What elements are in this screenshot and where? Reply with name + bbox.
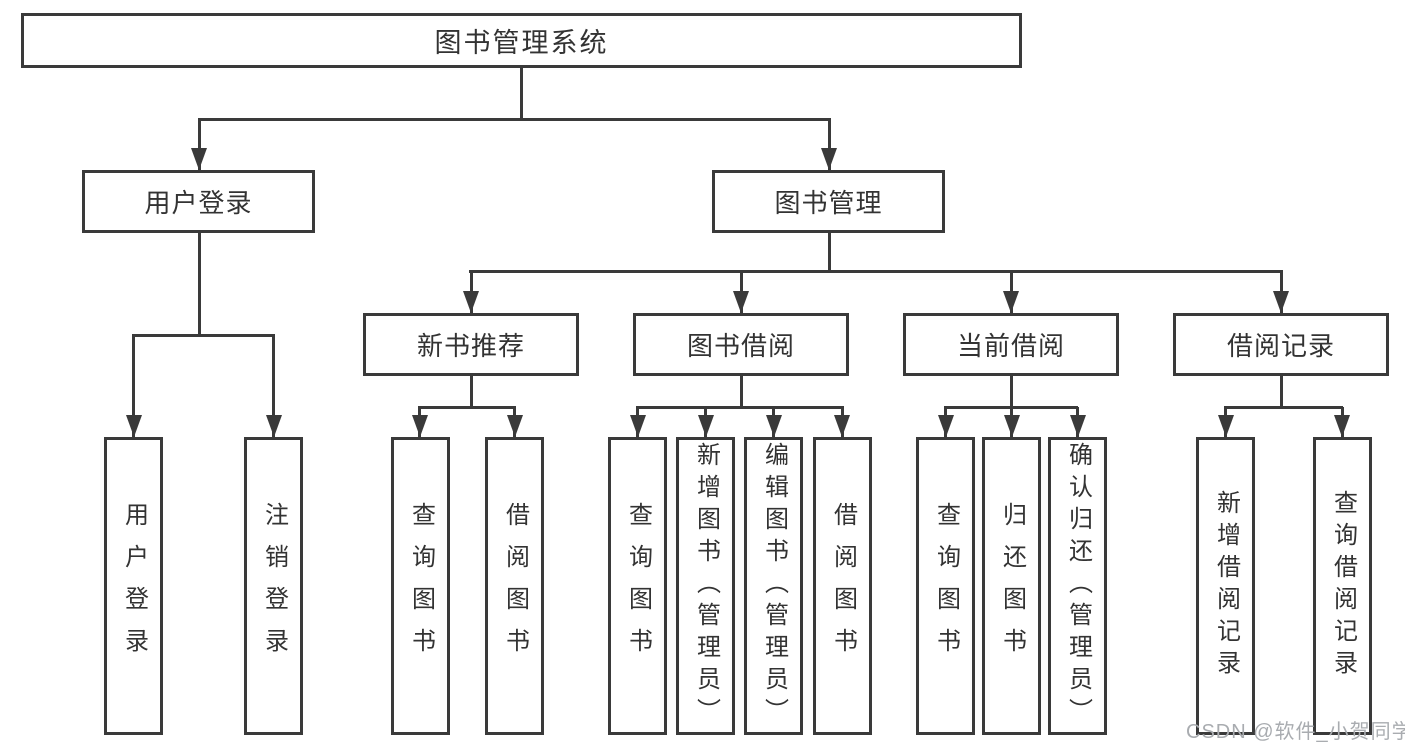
arrow-down-icon [191,148,207,170]
leaf-label: 查询图书 [407,502,435,670]
arrow-down-icon [938,415,954,437]
connector-stem [1010,376,1013,407]
arrow-down-icon [412,415,428,437]
connector-arrow-line [132,335,135,437]
connector-arrow-line [198,120,201,170]
node-book-borrowing: 图书借阅 [633,313,849,376]
leaf-add-borrow-record: 新增借阅记录 [1196,437,1255,735]
node-label: 图书借阅 [686,331,795,361]
arrow-down-icon [1004,415,1020,437]
connector-arrow-line [828,120,831,170]
connector-stem [828,233,831,272]
leaf-label: 归还图书 [998,502,1026,670]
arrow-down-icon [126,415,142,437]
leaf-query-borrow-record: 查询借阅记录 [1313,437,1372,735]
connector-bar [198,118,831,121]
connector-stem [520,68,523,120]
leaf-query-books-newbook: 查询图书 [391,437,450,735]
leaf-label: 查询借阅记录 [1329,490,1357,682]
connector-bar [1224,406,1343,409]
node-user-login: 用户登录 [82,170,315,233]
leaf-label: 编辑图书（管理员） [760,442,788,730]
connector-stem [740,376,743,407]
arrow-down-icon [463,291,479,313]
node-label: 图书管理 [774,188,883,218]
node-label: 借阅记录 [1226,331,1335,361]
leaf-label: 查询图书 [624,502,652,670]
leaf-borrow-books-borrowing: 借阅图书 [813,437,872,735]
connector-bar [469,270,1283,273]
arrow-down-icon [630,415,646,437]
arrow-down-icon [1218,415,1234,437]
node-label: 图书管理系统 [434,28,609,58]
node-current-borrowing: 当前借阅 [903,313,1119,376]
arrow-down-icon [266,415,282,437]
node-book-management: 图书管理 [712,170,945,233]
leaf-label: 注销登录 [260,502,288,670]
leaf-user-login: 用户登录 [104,437,163,735]
arrow-down-icon [507,415,523,437]
connector-stem [470,376,473,407]
arrow-down-icon [821,148,837,170]
connector-stem [198,233,201,335]
arrow-down-icon [1273,291,1289,313]
arrow-down-icon [834,415,850,437]
arrow-down-icon [1070,415,1086,437]
leaf-edit-book-admin: 编辑图书（管理员） [744,437,803,735]
arrow-down-icon [698,415,714,437]
leaf-label: 确认归还（管理员） [1064,442,1092,730]
leaf-label: 用户登录 [120,502,148,670]
arrow-down-icon [766,415,782,437]
leaf-return-book: 归还图书 [982,437,1041,735]
node-label: 新书推荐 [416,331,525,361]
node-new-book-recommendation: 新书推荐 [363,313,579,376]
arrow-down-icon [1003,291,1019,313]
node-borrowing-records: 借阅记录 [1173,313,1389,376]
leaf-query-books-borrowing: 查询图书 [608,437,667,735]
connector-arrow-line [272,335,275,437]
arrow-down-icon [733,291,749,313]
connector-stem [1280,376,1283,407]
connector-bar [132,334,275,337]
leaf-label: 新增借阅记录 [1212,490,1240,682]
connector-bar [418,406,516,409]
node-label: 当前借阅 [956,331,1065,361]
connector-bar [636,406,844,409]
leaf-label: 借阅图书 [501,502,529,670]
leaf-add-book-admin: 新增图书（管理员） [676,437,735,735]
leaf-borrow-books-newbook: 借阅图书 [485,437,544,735]
leaf-label: 借阅图书 [829,502,857,670]
arrow-down-icon [1334,415,1350,437]
watermark: CSDN @软件_小贺同学 [1186,721,1405,743]
leaf-query-books-current: 查询图书 [916,437,975,735]
leaf-label: 新增图书（管理员） [692,442,720,730]
node-label: 用户登录 [144,188,253,218]
leaf-label: 查询图书 [932,502,960,670]
leaf-confirm-return-admin: 确认归还（管理员） [1048,437,1107,735]
node-root: 图书管理系统 [21,13,1022,68]
leaf-logout: 注销登录 [244,437,303,735]
